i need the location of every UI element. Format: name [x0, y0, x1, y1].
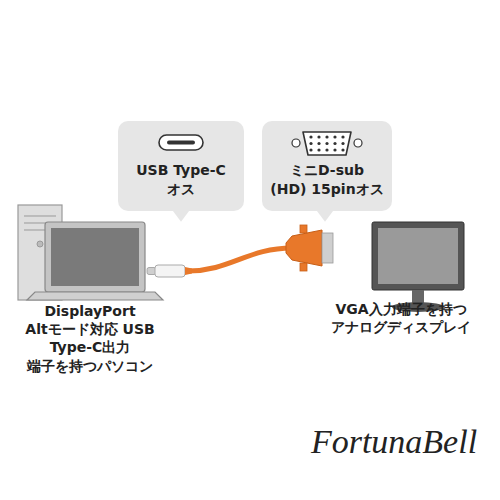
usb-c-icon: [159, 135, 203, 150]
cable: [147, 225, 333, 277]
vga-icon: [292, 132, 362, 155]
bubble-tail: [172, 210, 190, 222]
callout-text: ミニD-sub (HD) 15pinオス: [270, 161, 384, 199]
laptop: [27, 222, 163, 300]
monitor: [372, 222, 464, 312]
callout-bubble: USB Type-C オス: [118, 121, 244, 211]
device-caption: DisplayPort Altモード対応 USB Type-C出力 端子を持つパ…: [12, 302, 168, 375]
watermark: FortunaBell: [296, 420, 492, 464]
callout-bubble: ミニD-sub (HD) 15pinオス: [262, 121, 392, 211]
bubble-tail: [316, 210, 334, 222]
callout-text: USB Type-C オス: [126, 161, 236, 199]
device-caption: VGA入力端子を持つ アナログディスプレイ: [318, 300, 484, 336]
